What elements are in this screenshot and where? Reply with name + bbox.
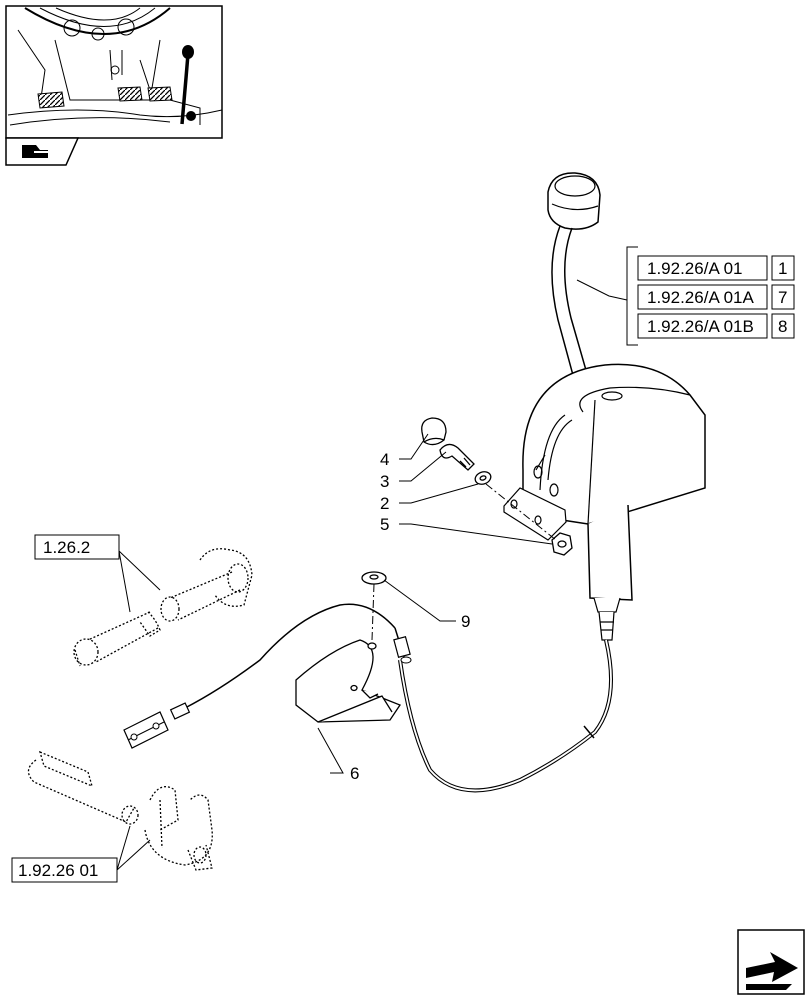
callout-3: 3 bbox=[380, 472, 389, 491]
shift-cable bbox=[398, 639, 613, 793]
ref-cylinder[interactable]: 1.26.2 bbox=[34, 534, 120, 560]
support-bracket bbox=[295, 639, 401, 723]
ref-code: 1.92.26/A 01 bbox=[647, 259, 742, 278]
washer-part-9 bbox=[361, 571, 387, 585]
ref-row-1[interactable]: 1.92.26/A 01 1 bbox=[637, 255, 795, 281]
ref-row-3[interactable]: 1.92.26/A 01B 8 bbox=[637, 313, 795, 339]
arrow-icon bbox=[746, 952, 798, 990]
reference-bracket bbox=[576, 246, 638, 346]
ref-index: 7 bbox=[778, 288, 787, 307]
cable-clevis bbox=[123, 603, 412, 749]
hardware-parts bbox=[421, 417, 573, 556]
ref-fork[interactable]: 1.92.26 01 bbox=[11, 857, 118, 883]
callouts bbox=[317, 433, 553, 774]
location-thumbnail bbox=[5, 5, 223, 139]
callout-5: 5 bbox=[380, 515, 389, 534]
ref-index: 8 bbox=[778, 317, 787, 336]
ref-code: 1.92.26/A 01A bbox=[647, 288, 754, 307]
callout-9: 9 bbox=[461, 612, 470, 631]
page-tab-arrow[interactable] bbox=[5, 137, 80, 166]
gear-lever-assembly bbox=[503, 172, 706, 641]
callout-6: 6 bbox=[350, 764, 359, 783]
ref-code: 1.26.2 bbox=[43, 538, 90, 557]
related-cylinder-parts bbox=[73, 548, 253, 667]
next-page-button[interactable] bbox=[737, 929, 805, 995]
callout-4: 4 bbox=[380, 450, 389, 469]
ref-code: 1.92.26/A 01B bbox=[647, 317, 754, 336]
related-fork-parts bbox=[27, 750, 213, 871]
callout-2: 2 bbox=[380, 494, 389, 513]
ref-index: 1 bbox=[778, 259, 787, 278]
ref-row-2[interactable]: 1.92.26/A 01A 7 bbox=[637, 284, 795, 310]
ref-code: 1.92.26 01 bbox=[18, 861, 98, 880]
